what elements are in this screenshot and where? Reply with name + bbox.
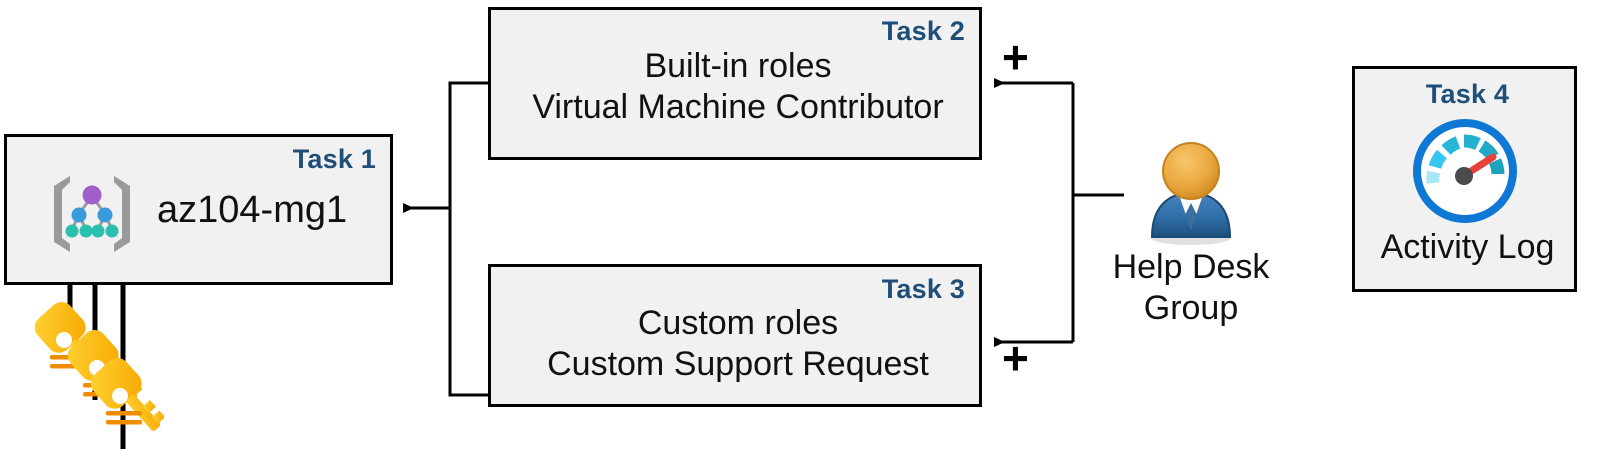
task-2-line-1: Built-in roles — [644, 47, 832, 85]
task-1-label: Task 1 — [292, 144, 376, 174]
plus-sign-top: + — [1002, 31, 1029, 83]
task-4-label: Task 4 — [1425, 79, 1510, 109]
key-icon — [34, 302, 164, 431]
task-1-text: az104-mg1 — [157, 189, 348, 231]
help-desk-line-1: Help Desk — [1112, 248, 1270, 286]
management-group-icon — [54, 176, 130, 252]
help-desk-group-label: Help Desk Group — [1086, 247, 1296, 330]
task-2-line-2: Virtual Machine Contributor — [532, 88, 944, 127]
activity-log-gauge-icon — [1412, 119, 1517, 223]
task-3-line-1: Custom roles — [637, 304, 839, 342]
help-desk-line-2: Group — [1143, 289, 1239, 328]
task-3-text: Custom roles Custom Support Request — [491, 303, 985, 386]
connector-tasks-to-task1 — [403, 81, 488, 397]
task-2-text: Built-in roles Virtual Machine Contribut… — [491, 46, 985, 129]
task-box-3[interactable]: Task 3 Custom roles Custom Support Reque… — [488, 264, 982, 407]
task-box-2[interactable]: Task 2 Built-in roles Virtual Machine Co… — [488, 7, 982, 160]
plus-sign-bottom: + — [1002, 332, 1029, 384]
task-3-label: Task 3 — [881, 274, 965, 304]
task-2-label: Task 2 — [881, 16, 965, 46]
task-box-1[interactable]: Task 1 az104-mg1 — [4, 134, 393, 285]
task-4-text: Activity Log — [1380, 228, 1555, 266]
task-3-line-2: Custom Support Request — [547, 345, 929, 384]
user-group-icon — [1150, 142, 1232, 245]
task-box-4[interactable]: Task 4 Activity Log — [1352, 66, 1577, 292]
